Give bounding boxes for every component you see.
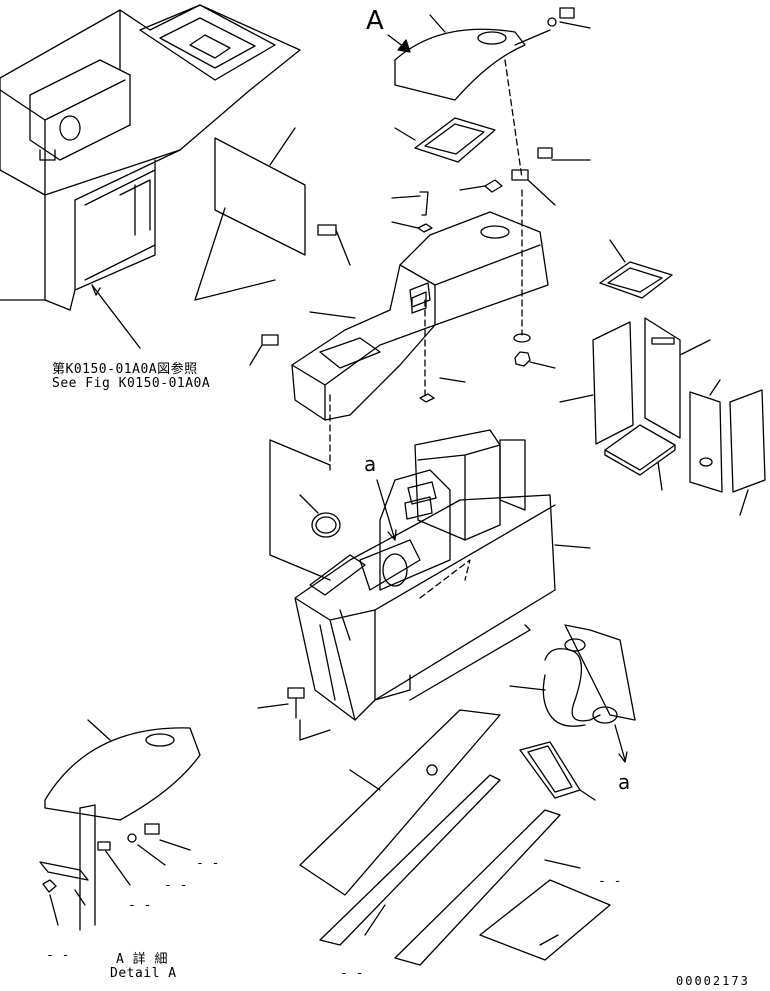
reference-leader [91, 284, 141, 349]
section-a-label-bottom: a [618, 770, 631, 794]
drawing-number: 00002173 [676, 974, 750, 988]
console-lower-box [269, 429, 591, 721]
reference-label-en: See Fig K0150-01A0A [52, 376, 211, 391]
cab-floor-frame [0, 4, 301, 311]
detail-a-label-en: Detail A [110, 966, 177, 981]
view-arrow [387, 34, 411, 53]
floor-strips [299, 709, 611, 966]
placeholder-6: - - [598, 874, 622, 889]
seal-ring [299, 494, 341, 538]
placeholder-3: - - [128, 898, 152, 913]
armrest-pad [394, 117, 496, 163]
armrest-cap [394, 14, 551, 101]
detail-a-label-jp: A 詳 細 [116, 952, 168, 967]
console-upper-housing [291, 211, 549, 421]
reference-label-jp: 第K0150-01A0A図参照 [52, 362, 198, 377]
section-a-label-top: a [364, 452, 377, 476]
nuts [419, 333, 556, 403]
placeholder-1: - - [196, 856, 220, 871]
view-a-label: A [366, 6, 384, 36]
section-arrow [376, 479, 397, 541]
placeholder-2: - - [164, 878, 188, 893]
placeholder-4: - - [46, 948, 70, 963]
cover-panel [194, 127, 306, 301]
bottom-bolt [257, 687, 331, 741]
insulation-panels [559, 239, 766, 516]
duct-hose [509, 624, 636, 763]
placeholder-5: - - [340, 966, 364, 981]
dashed-guides [329, 59, 523, 599]
detail-a [39, 719, 201, 931]
top-bolts [249, 7, 591, 366]
